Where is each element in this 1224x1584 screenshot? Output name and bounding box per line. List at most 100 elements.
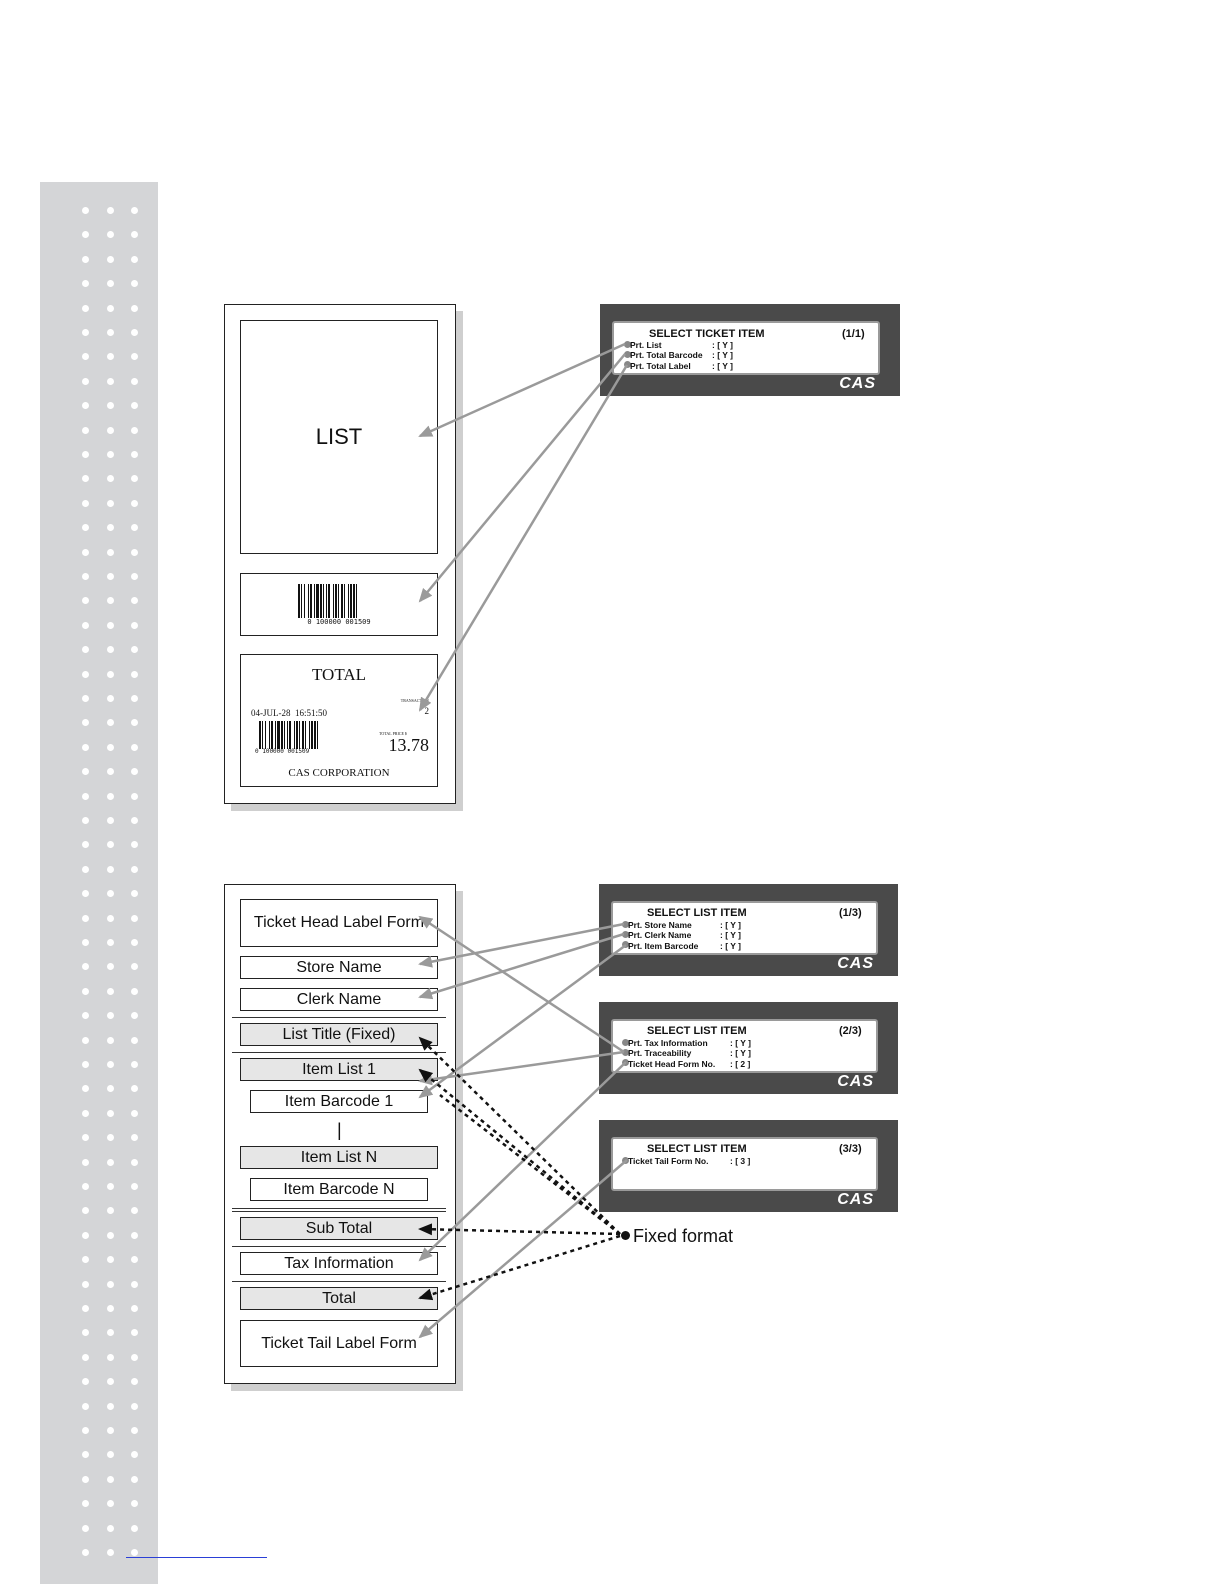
- sidebar-dot: [107, 353, 114, 361]
- sidebar-dot: [107, 524, 114, 532]
- barcode-bar: [289, 721, 291, 749]
- sidebar-dot: [107, 743, 114, 751]
- barcode-bar: [296, 721, 298, 749]
- box-item-list-n: Item List N: [240, 1146, 438, 1169]
- lcd-page: (1/3): [839, 907, 862, 919]
- barcode-number: 0 100000 001509: [307, 617, 371, 626]
- barcode-bar: [309, 721, 310, 749]
- sidebar-dot: [82, 1085, 89, 1093]
- sidebar-dot: [107, 499, 114, 507]
- sidebar-dot: [82, 695, 89, 702]
- sidebar-dot: [82, 1183, 89, 1190]
- fixed-format-label: Fixed format: [633, 1226, 734, 1246]
- sidebar-dot: [107, 768, 114, 776]
- lcd-title: SELECT LIST ITEM: [647, 1143, 747, 1155]
- sidebar-dot: [107, 1207, 114, 1215]
- sidebar-dot: [107, 1231, 114, 1239]
- sidebar-dot: [107, 329, 114, 336]
- lcd-row: Ticket Tail Form No.: [ 3 ]: [628, 1156, 751, 1166]
- barcode-bar: [305, 721, 306, 749]
- sidebar-dot: [82, 1012, 89, 1020]
- sidebar-dot: [131, 597, 138, 605]
- sidebar-dot: [107, 426, 114, 434]
- sidebar-dot: [131, 743, 138, 751]
- sidebar-dot: [131, 329, 138, 336]
- barcode-bar: [304, 583, 305, 618]
- sidebar-dot: [107, 963, 114, 971]
- barcode-bar: [316, 583, 319, 618]
- lcd-row: Prt. Total Barcode: [ Y ]: [630, 350, 733, 360]
- divider: [232, 1208, 446, 1209]
- sidebar-dot: [107, 231, 114, 239]
- lcd-title: SELECT LIST ITEM: [647, 1025, 747, 1037]
- sidebar-dot: [131, 670, 138, 678]
- total-price-label: TOTAL PRICE $: [379, 731, 407, 736]
- sidebar-dot: [131, 939, 138, 946]
- sidebar-dot: [82, 1036, 89, 1044]
- sidebar-dot: [82, 353, 89, 361]
- sidebar-dot: [131, 573, 138, 580]
- sidebar-dot: [82, 597, 89, 605]
- cas-logo: CAS: [839, 375, 876, 392]
- sidebar-dot: [82, 426, 89, 434]
- sidebar-dot: [131, 963, 138, 971]
- sidebar-dot: [131, 1134, 138, 1142]
- sidebar-dot: [107, 646, 114, 654]
- sidebar-dot: [107, 1134, 114, 1142]
- sidebar-dot: [107, 817, 114, 824]
- sidebar-dot: [82, 914, 89, 922]
- sidebar-dot: [82, 646, 89, 654]
- sidebar-dot: [107, 1256, 114, 1264]
- sidebar-dot: [131, 865, 138, 873]
- barcode-bar: [271, 721, 273, 749]
- footer-link-line: [126, 1557, 267, 1558]
- sidebar-dot: [131, 1305, 138, 1312]
- sidebar-dot: [82, 1378, 89, 1386]
- sidebar-dot: [131, 987, 138, 995]
- sidebar-dot: [131, 207, 138, 214]
- sidebar-dot: [131, 1329, 138, 1337]
- sidebar-dot: [107, 1012, 114, 1020]
- sidebar-dot: [131, 499, 138, 507]
- sidebar-dot: [82, 1451, 89, 1459]
- barcode-bar: [356, 583, 357, 618]
- sidebar-dot: [131, 402, 138, 410]
- lcd-screen: [611, 1019, 878, 1073]
- sidebar-dot: [131, 353, 138, 361]
- sidebar-dot: [131, 1183, 138, 1190]
- barcode-bar: [326, 583, 327, 618]
- barcode-bar: [262, 721, 263, 749]
- sidebar-dot: [131, 1451, 138, 1459]
- sidebar-dot: [131, 695, 138, 702]
- lcd-page: (1/1): [842, 328, 865, 340]
- divider: [232, 1246, 446, 1247]
- lcd-page: (2/3): [839, 1025, 862, 1037]
- sidebar-dot: [107, 1085, 114, 1093]
- box-store-name: Store Name: [240, 956, 438, 979]
- cas-logo: CAS: [837, 1191, 874, 1208]
- sidebar-dot: [107, 695, 114, 702]
- barcode-bar: [284, 721, 285, 749]
- sidebar-dot: [82, 1402, 89, 1410]
- total-transaction-value: 2: [424, 706, 430, 716]
- sidebar-dot: [82, 1524, 89, 1532]
- sidebar-dot: [131, 1085, 138, 1093]
- sidebar-dot: [131, 280, 138, 288]
- sidebar-dot: [131, 1012, 138, 1020]
- barcode-bar: [344, 583, 345, 618]
- box-sub-total: Sub Total: [240, 1217, 438, 1240]
- sidebar-dot: [82, 1134, 89, 1142]
- sidebar-dot: [82, 719, 89, 727]
- sidebar-dot: [107, 939, 114, 946]
- total-label-box: TOTAL TRANSACTION 2 04-JUL-28 16:51:50 0…: [240, 654, 438, 787]
- barcode-bar: [323, 583, 324, 618]
- sidebar-dot: [107, 719, 114, 727]
- box-total: Total: [240, 1287, 438, 1310]
- sidebar-dot: [131, 1061, 138, 1068]
- barcode-bar: [350, 583, 352, 618]
- lcd-bullet: [622, 921, 629, 928]
- total-datetime: 04-JUL-28 16:51:50: [251, 708, 327, 718]
- sidebar-dot: [131, 621, 138, 629]
- lcd-bullet: [624, 351, 631, 358]
- sidebar-dot: [82, 1061, 89, 1068]
